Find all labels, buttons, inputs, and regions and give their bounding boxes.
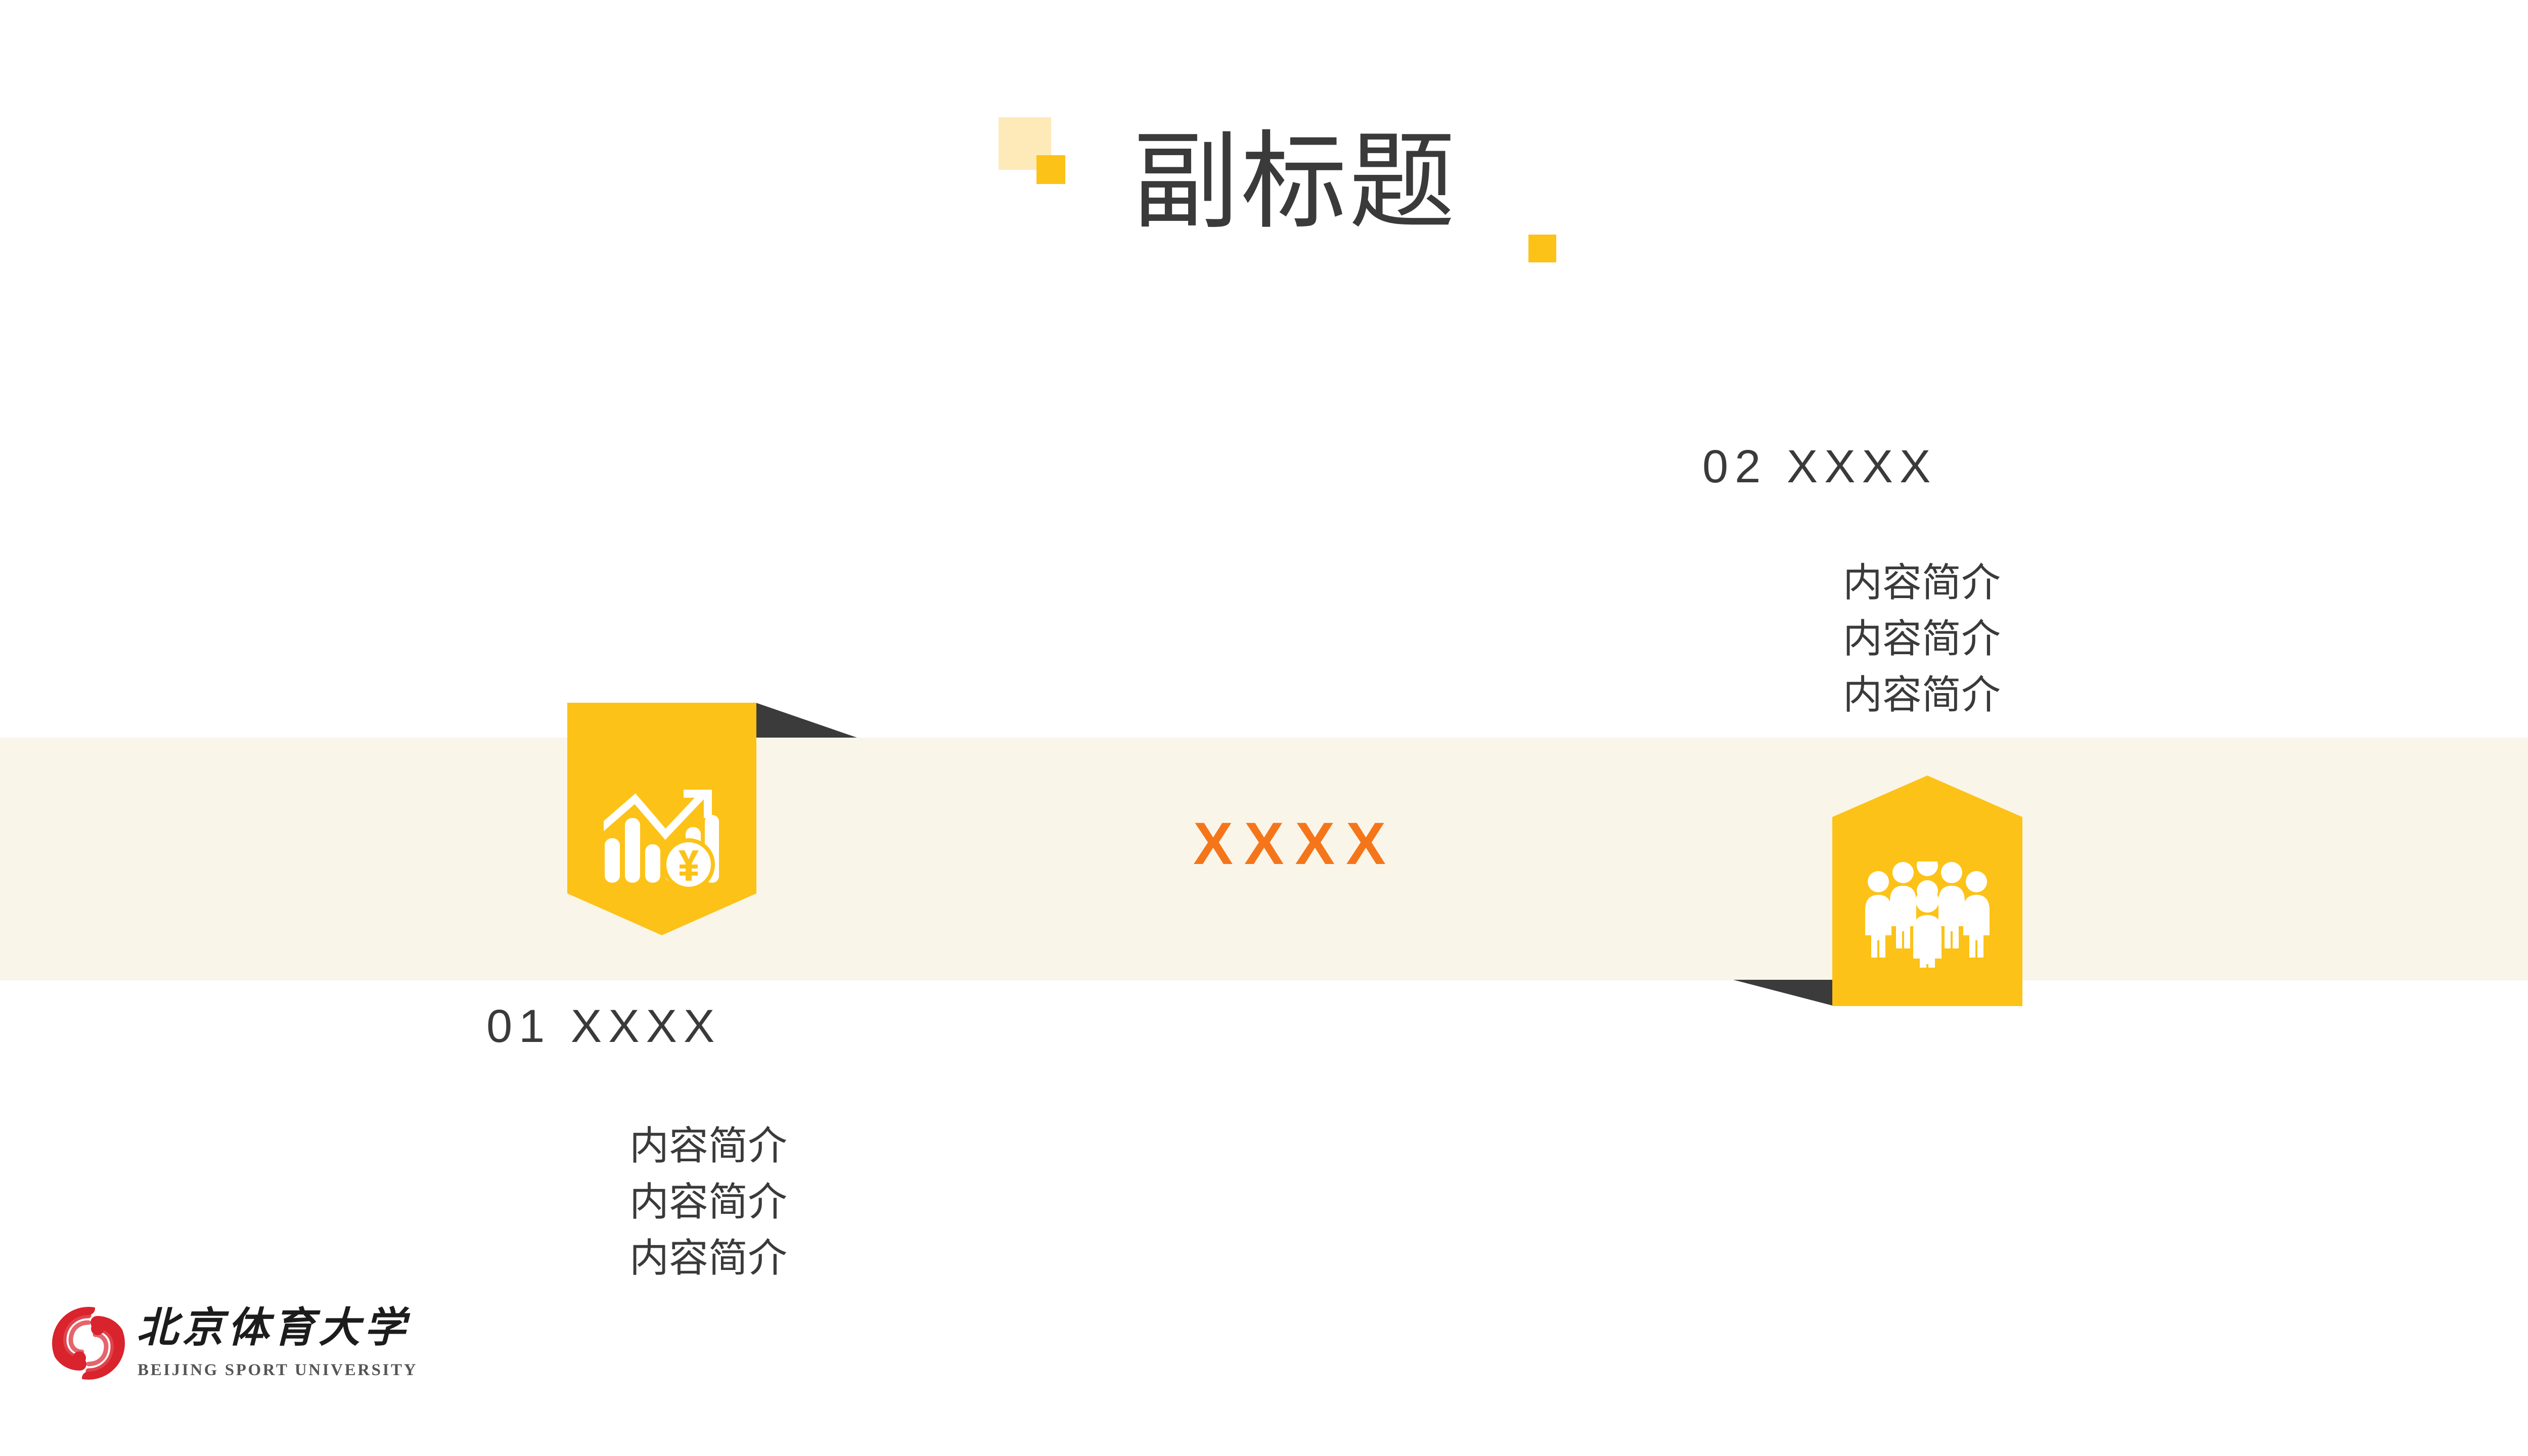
section-body-line: 内容简介 — [629, 1179, 788, 1224]
section-body-line: 内容简介 — [629, 1236, 788, 1280]
people-group-icon — [1864, 855, 1991, 983]
section-body-line: 内容简介 — [1843, 616, 2001, 661]
growth-chart-yen-icon — [598, 788, 720, 891]
section-body-line: 内容简介 — [1843, 672, 2001, 717]
section-body-02: 内容简介 内容简介 内容简介 — [1843, 555, 2001, 723]
yellow-square-icon — [1036, 155, 1065, 184]
badge-right-fold-tab — [1733, 980, 1834, 1006]
red-swirl-emblem-icon — [51, 1305, 126, 1381]
badge-left-fold-tab — [756, 703, 857, 738]
section-body-line: 内容简介 — [629, 1124, 788, 1168]
badge-left[interactable] — [567, 703, 756, 935]
logo-name-en: BEIJING SPORT UNIVERSITY — [138, 1361, 418, 1379]
page-title: 副标题 — [1133, 122, 1458, 241]
center-band — [0, 738, 2528, 980]
section-heading-02: 02 XXXX — [1702, 441, 1937, 492]
section-body-line: 内容简介 — [1843, 561, 2001, 605]
section-heading-01: 01 XXXX — [486, 1000, 721, 1052]
yellow-square-icon — [1528, 235, 1556, 262]
badge-right[interactable] — [1832, 776, 2022, 1006]
section-body-01: 内容简介 内容简介 内容简介 — [629, 1118, 787, 1286]
logo-name-cn: 北京体育大学 — [137, 1305, 410, 1351]
footer-logo: 北京体育大学 BEIJING SPORT UNIVERSITY — [51, 1300, 416, 1390]
band-label: XXXX — [1193, 810, 1397, 877]
